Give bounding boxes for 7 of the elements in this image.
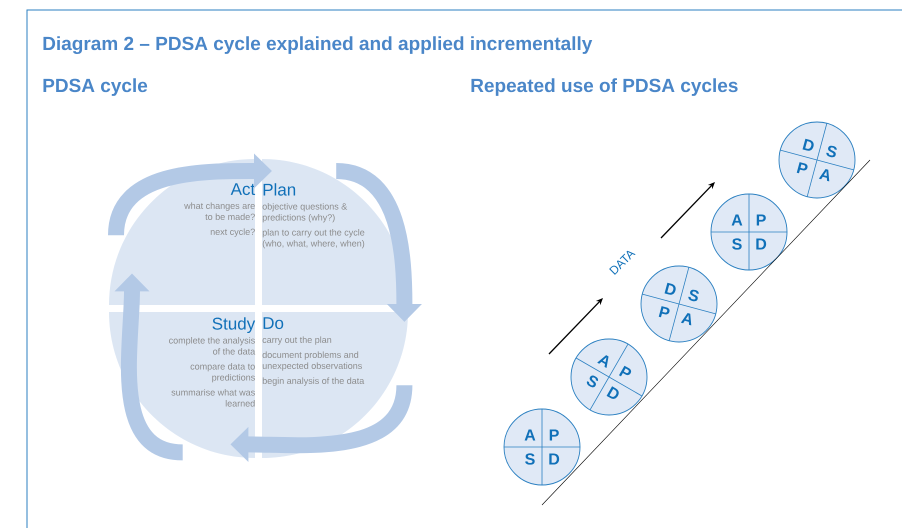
quadrant-panel: Do carry out the plan document problems and unexpected observations begin analysis of the data [262,312,408,458]
subheading: Repeated use of PDSA cycles [471,78,738,96]
quadrant-panel: Plan objective questions & predictions (why?) plan to carry out the cycle (who, what, where, when) [262,159,408,305]
subheading: PDSA cycle [43,78,148,96]
diagram-title: Diagram 2 – PDSA cycle explained and applied incrementally [43,36,592,54]
quadrant-panel: Act what changes are to be made? next cycle? [109,159,256,305]
quadrant-panel: Study complete the analysis of the data compare data to predictions summarise what was learned [109,312,256,458]
